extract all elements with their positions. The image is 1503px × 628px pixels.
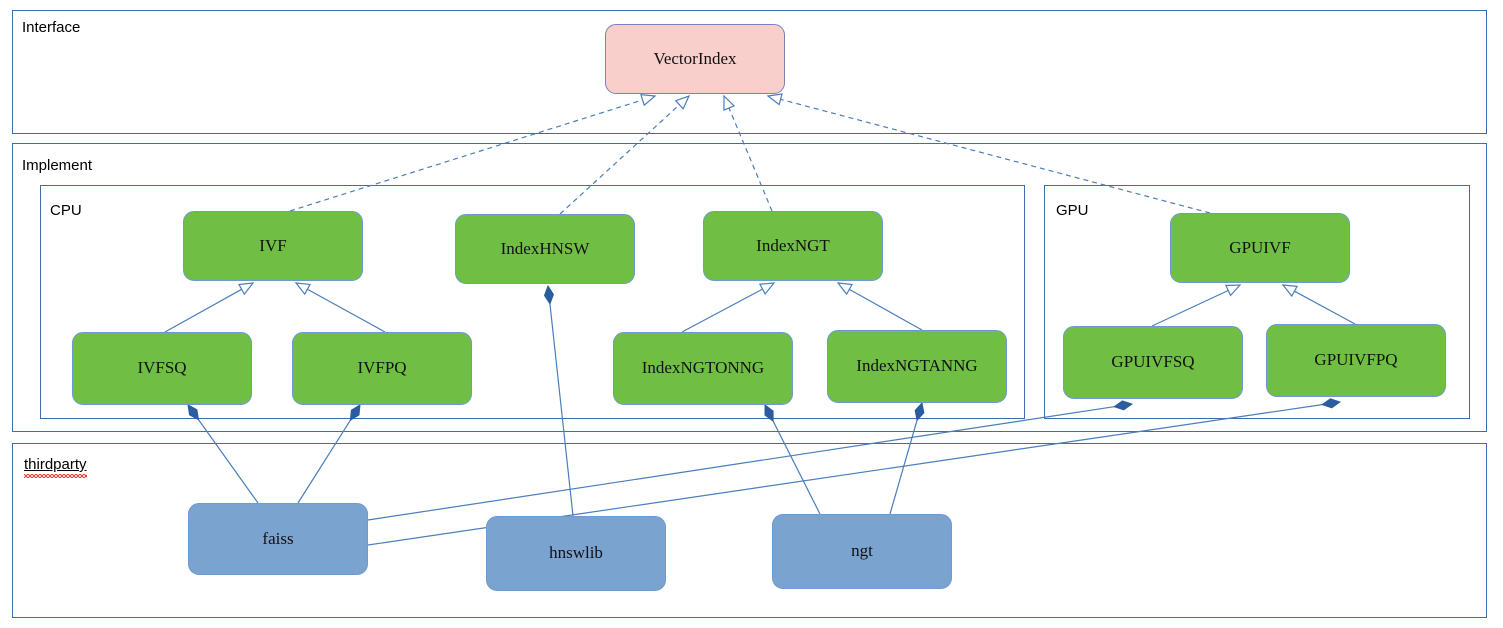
node-ivf[interactable]: IVF bbox=[183, 211, 363, 281]
node-ivfpq[interactable]: IVFPQ bbox=[292, 332, 472, 405]
node-label-indexngt: IndexNGT bbox=[756, 235, 830, 255]
node-indexngtonng[interactable]: IndexNGTONNG bbox=[613, 332, 793, 405]
node-gpuivfpq[interactable]: GPUIVFPQ bbox=[1266, 324, 1446, 397]
node-gpuivf[interactable]: GPUIVF bbox=[1170, 213, 1350, 283]
node-ngt[interactable]: ngt bbox=[772, 514, 952, 589]
node-indexhnsw[interactable]: IndexHNSW bbox=[455, 214, 635, 284]
node-label-vectorindex: VectorIndex bbox=[653, 48, 737, 68]
node-label-ivf: IVF bbox=[259, 235, 287, 255]
node-label-indexngtonng: IndexNGTONNG bbox=[641, 358, 765, 378]
node-label-ivfpq: IVFPQ bbox=[357, 358, 407, 378]
group-label-implement: Implement bbox=[22, 157, 93, 174]
node-faiss[interactable]: faiss bbox=[188, 503, 368, 575]
node-label-faiss: faiss bbox=[262, 528, 294, 548]
group-label-interface: Interface bbox=[22, 19, 81, 36]
node-label-ngt: ngt bbox=[851, 541, 873, 561]
node-label-gpuivfsq: GPUIVFSQ bbox=[1111, 352, 1195, 372]
group-label-gpu: GPU bbox=[1056, 202, 1089, 219]
node-ivfsq[interactable]: IVFSQ bbox=[72, 332, 252, 405]
group-label-thirdparty: thirdparty bbox=[24, 456, 87, 478]
node-label-gpuivfpq: GPUIVFPQ bbox=[1314, 350, 1398, 370]
node-gpuivfsq[interactable]: GPUIVFSQ bbox=[1063, 326, 1243, 399]
group-label-cpu: CPU bbox=[50, 202, 82, 219]
node-label-gpuivf: GPUIVF bbox=[1229, 237, 1291, 257]
node-vectorindex[interactable]: VectorIndex bbox=[605, 24, 785, 94]
node-indexngtanng[interactable]: IndexNGTANNG bbox=[827, 330, 1007, 403]
node-label-ivfsq: IVFSQ bbox=[137, 358, 187, 378]
node-hnswlib[interactable]: hnswlib bbox=[486, 516, 666, 591]
node-label-indexngtanng: IndexNGTANNG bbox=[856, 356, 978, 376]
node-label-hnswlib: hnswlib bbox=[549, 543, 603, 563]
node-label-indexhnsw: IndexHNSW bbox=[500, 238, 590, 258]
node-indexngt[interactable]: IndexNGT bbox=[703, 211, 883, 281]
